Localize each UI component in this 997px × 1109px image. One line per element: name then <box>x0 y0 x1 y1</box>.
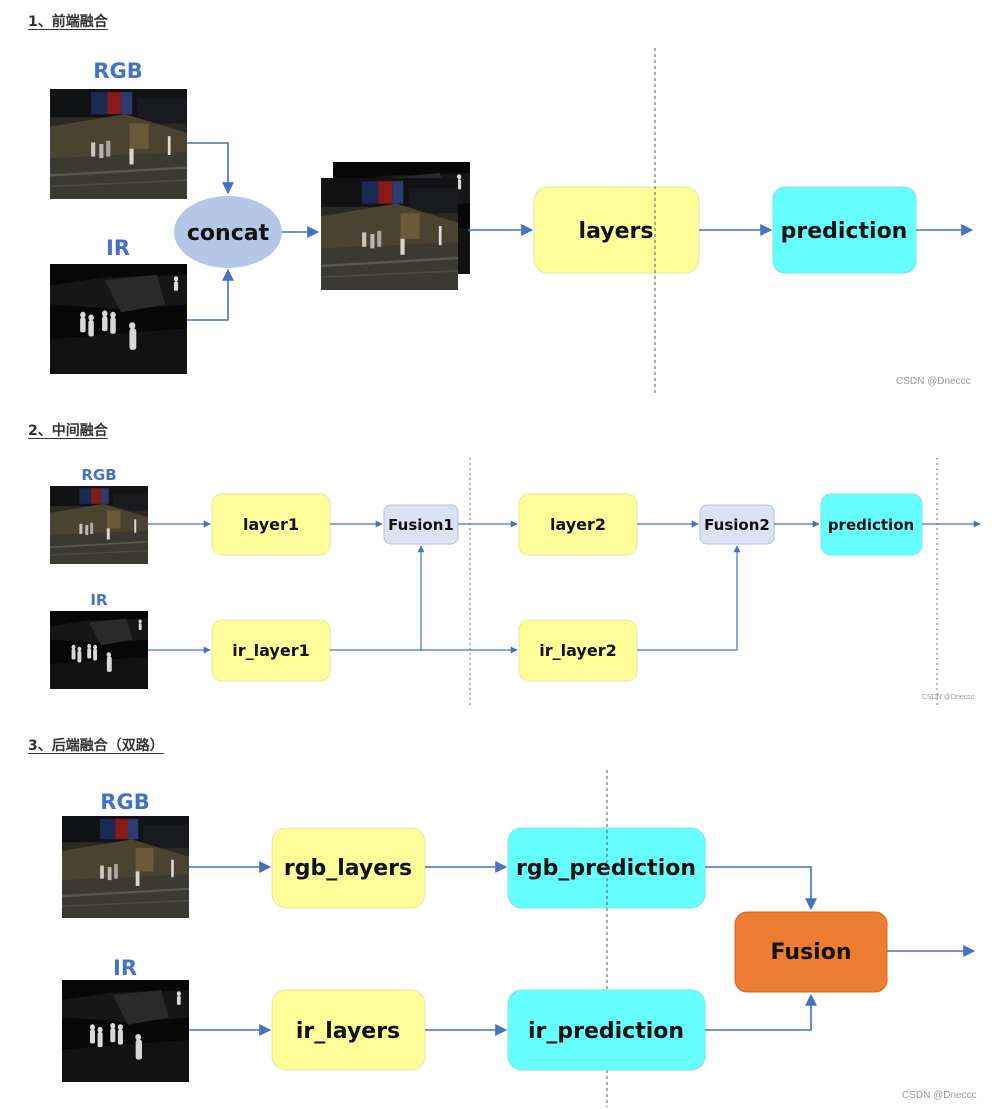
section3-heading: 3、后端融合（双路） <box>28 738 164 754</box>
s3-fusion-label: Fusion <box>770 940 851 965</box>
watermark-1: CSDN @Dneccc <box>896 376 971 387</box>
s2-fusion1-label: Fusion1 <box>388 516 454 534</box>
s3-ir-prediction-to-fusion-arrow <box>705 993 817 1031</box>
s1-layers-label: layers <box>579 219 654 244</box>
s1-rgb-image <box>50 89 187 199</box>
s2-rgb-label: RGB <box>81 466 116 484</box>
s2-ir-layer2-label: ir_layer2 <box>539 641 616 660</box>
s2-layer1-label: layer1 <box>243 515 299 534</box>
s3-ir-prediction-label: ir_prediction <box>528 1019 684 1044</box>
s2-ir-layer1-label: ir_layer1 <box>232 641 309 660</box>
s2-ir-label: IR <box>90 591 108 609</box>
s3-rgb-label: RGB <box>100 790 149 814</box>
s1-concat-node <box>174 196 282 268</box>
s3-rgb-image <box>62 816 189 918</box>
s1-prediction-label: prediction <box>781 219 908 244</box>
s2-layer2-label: layer2 <box>550 515 606 534</box>
s3-rgb-layers-label: rgb_layers <box>284 856 412 881</box>
s2-ir-layer2-to-fusion2-arrow <box>637 545 741 651</box>
watermark-3: CSDN @Dneccc <box>902 1090 977 1101</box>
s2-prediction-label: prediction <box>828 516 914 534</box>
s1-rgb-label: RGB <box>93 59 142 83</box>
s1-ir-image <box>50 264 187 374</box>
s2-rgb-image <box>50 486 148 564</box>
s1-ir-label: IR <box>106 236 130 260</box>
watermark-2: CSDN @Dneccc <box>922 694 975 701</box>
s3-rgb-layers-box <box>271 827 426 909</box>
s2-ir-image <box>50 611 148 689</box>
s1-rgb-to-concat-arrow <box>187 142 234 195</box>
s3-fusion-box <box>734 911 888 993</box>
s3-rgb-prediction-to-fusion-arrow <box>705 866 817 911</box>
s3-ir-image <box>62 980 189 1082</box>
s1-concat-label: concat <box>187 221 270 246</box>
s3-ir-layers-label: ir_layers <box>296 1019 400 1044</box>
s1-ir-to-concat-arrow <box>187 268 234 321</box>
s3-ir-label: IR <box>113 956 137 980</box>
s2-fusion2-label: Fusion2 <box>704 516 770 534</box>
section1-heading: 1、前端融合 <box>28 14 108 30</box>
section2-heading: 2、中间融合 <box>28 423 108 439</box>
s1-stacked-rgb-image <box>321 178 458 290</box>
s3-rgb-prediction-label: rgb_prediction <box>516 856 696 881</box>
